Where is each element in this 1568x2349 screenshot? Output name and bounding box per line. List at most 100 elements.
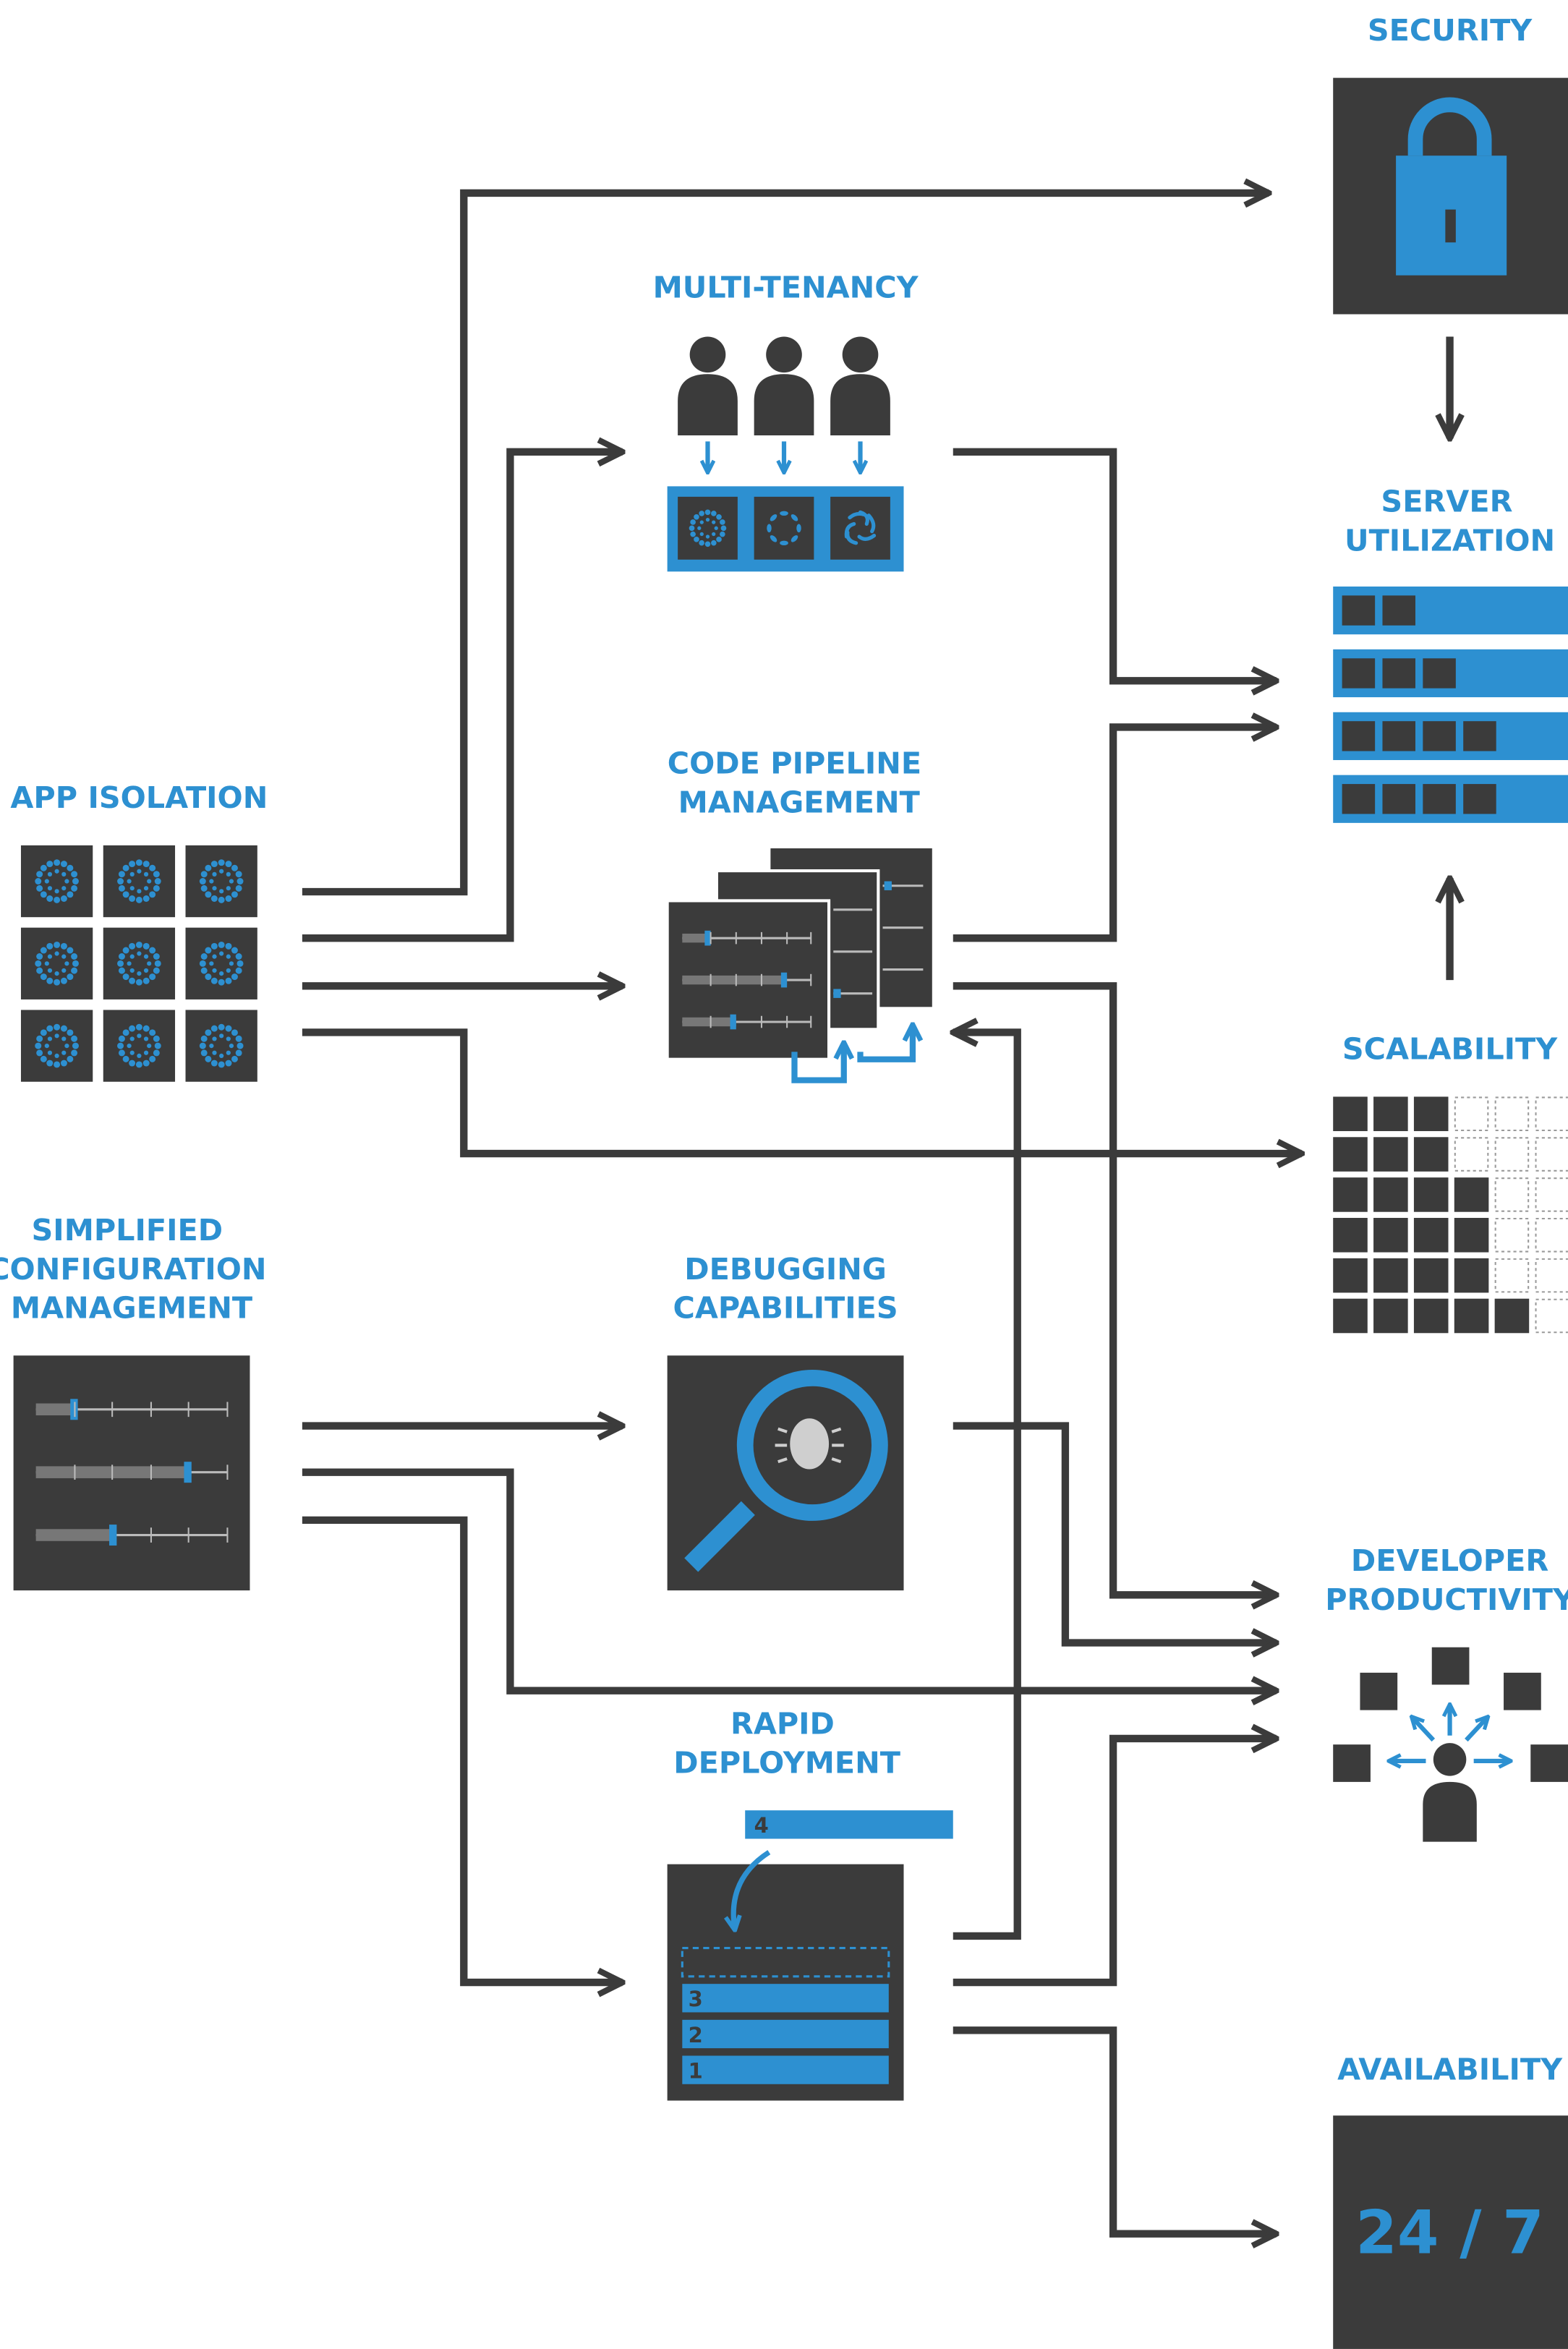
developer-productivity-label-line1: DEVELOPER bbox=[1351, 1543, 1548, 1578]
connector-lines bbox=[302, 193, 1450, 2234]
scale-unit-filled bbox=[1413, 1177, 1449, 1212]
scale-unit-empty bbox=[1535, 1137, 1568, 1172]
server-rack-row bbox=[1333, 649, 1568, 698]
isolated-container-icon bbox=[103, 845, 176, 918]
scale-unit-empty bbox=[1535, 1096, 1568, 1132]
scale-unit-empty bbox=[1535, 1298, 1568, 1334]
scale-unit-filled bbox=[1373, 1258, 1408, 1293]
scale-unit-filled bbox=[1454, 1217, 1489, 1253]
server-unit bbox=[1423, 784, 1456, 814]
isolated-container-icon bbox=[20, 845, 93, 918]
deployment-stack-icon: 4 3 2 1 bbox=[667, 1810, 953, 2101]
developer-network-icon bbox=[1333, 1647, 1568, 1842]
deployment-slot-incoming: 4 bbox=[754, 1813, 769, 1838]
server-unit bbox=[1463, 721, 1496, 751]
debugging-label-line1: DEBUGGING bbox=[684, 1252, 887, 1287]
server-unit bbox=[1382, 595, 1415, 626]
scale-unit-filled bbox=[1333, 1137, 1368, 1172]
scalability-label: SCALABILITY bbox=[1342, 1032, 1558, 1067]
deployment-slot-3: 3 bbox=[689, 1987, 703, 2011]
isolated-container-icon bbox=[185, 1010, 257, 1082]
scale-unit-filled bbox=[1454, 1177, 1489, 1212]
scale-unit-empty bbox=[1494, 1137, 1530, 1172]
down-arrow-icons bbox=[707, 441, 860, 471]
scale-unit-empty bbox=[1494, 1096, 1530, 1132]
scale-unit-empty bbox=[1494, 1217, 1530, 1253]
security-label: SECURITY bbox=[1368, 13, 1533, 48]
code-pipeline-label-line1: CODE PIPELINE bbox=[668, 746, 921, 781]
scale-unit-filled bbox=[1413, 1258, 1449, 1293]
server-unit bbox=[1342, 784, 1376, 814]
scale-unit-filled bbox=[1333, 1258, 1368, 1293]
simplified-config-label-line1: SIMPLIFIED bbox=[32, 1213, 223, 1248]
scale-unit-filled bbox=[1373, 1177, 1408, 1212]
server-rack-row bbox=[1333, 712, 1568, 760]
users-to-containers-icon bbox=[667, 336, 904, 572]
user-icons bbox=[678, 336, 890, 436]
magnifier-bug-icon bbox=[667, 1355, 904, 1591]
server-unit bbox=[1423, 721, 1456, 751]
slider-row bbox=[682, 930, 811, 946]
scale-unit-empty bbox=[1494, 1177, 1530, 1212]
isolated-container-icon bbox=[20, 927, 93, 999]
bug-icon bbox=[775, 1418, 844, 1470]
scale-unit-filled bbox=[1333, 1177, 1368, 1212]
developer-productivity-label-line2: PRODUCTIVITY bbox=[1325, 1582, 1568, 1617]
stacked-config-panels-icon bbox=[665, 848, 932, 1083]
scale-unit-empty bbox=[1535, 1177, 1568, 1212]
server-unit bbox=[1382, 784, 1415, 814]
server-rack-row bbox=[1333, 587, 1568, 635]
scale-unit-filled bbox=[1413, 1096, 1449, 1132]
scale-unit-filled bbox=[1373, 1137, 1408, 1172]
server-unit bbox=[1382, 658, 1415, 688]
server-unit bbox=[1463, 784, 1496, 814]
availability-value: 24 / 7 bbox=[1355, 2198, 1544, 2268]
scale-unit-filled bbox=[1373, 1217, 1408, 1253]
simplified-config-label-line2: CONFIGURATION bbox=[0, 1252, 267, 1287]
isolated-container-icon bbox=[185, 845, 257, 918]
server-unit bbox=[1342, 721, 1376, 751]
isolated-container-icon bbox=[103, 927, 176, 999]
scale-unit-filled bbox=[1454, 1258, 1489, 1293]
server-unit bbox=[1423, 658, 1456, 688]
server-unit bbox=[1342, 658, 1376, 688]
scale-unit-filled bbox=[1494, 1298, 1530, 1334]
scale-unit-empty bbox=[1454, 1137, 1489, 1172]
scale-unit-empty bbox=[1494, 1258, 1530, 1293]
scale-unit-filled bbox=[1333, 1096, 1368, 1132]
scale-unit-filled bbox=[1373, 1096, 1408, 1132]
rapid-deployment-label-line1: RAPID bbox=[730, 1707, 835, 1742]
server-rack-row bbox=[1333, 775, 1568, 823]
debugging-label-line2: CAPABILITIES bbox=[673, 1291, 898, 1326]
scale-unit-filled bbox=[1413, 1217, 1449, 1253]
isolated-container-icon bbox=[103, 1010, 176, 1082]
simplified-config-label-line3: MANAGEMENT bbox=[11, 1291, 252, 1326]
slider-row bbox=[682, 1014, 811, 1030]
node-labels: SECURITY MULTI-TENANCY SERVER UTILIZATIO… bbox=[0, 13, 1568, 2087]
isolated-container-icon bbox=[20, 1010, 93, 1082]
scale-unit-empty bbox=[1535, 1258, 1568, 1293]
scale-unit-empty bbox=[1454, 1096, 1489, 1132]
slider-ticks bbox=[710, 932, 812, 1028]
server-racks-icon bbox=[1333, 587, 1568, 823]
availability-label: AVAILABILITY bbox=[1337, 2052, 1563, 2087]
scale-unit-filled bbox=[1333, 1217, 1368, 1253]
deployment-slot-1: 1 bbox=[689, 2058, 703, 2083]
multi-tenancy-label: MULTI-TENANCY bbox=[653, 270, 919, 305]
scale-unit-empty bbox=[1535, 1217, 1568, 1253]
scale-unit-filled bbox=[1413, 1298, 1449, 1334]
scaling-grid-icon bbox=[1333, 1096, 1568, 1334]
app-isolation-label: APP ISOLATION bbox=[10, 780, 268, 815]
server-utilization-label-line1: SERVER bbox=[1381, 485, 1512, 519]
server-unit bbox=[1342, 595, 1376, 626]
scale-unit-filled bbox=[1454, 1298, 1489, 1334]
availability-panel: 24 / 7 bbox=[1333, 2115, 1568, 2349]
scale-unit-filled bbox=[1413, 1137, 1449, 1172]
server-utilization-label-line2: UTILIZATION bbox=[1345, 523, 1555, 558]
rapid-deployment-label-line2: DEPLOYMENT bbox=[673, 1745, 900, 1780]
scale-unit-filled bbox=[1333, 1298, 1368, 1334]
server-unit bbox=[1382, 721, 1415, 751]
scale-unit-filled bbox=[1373, 1298, 1408, 1334]
